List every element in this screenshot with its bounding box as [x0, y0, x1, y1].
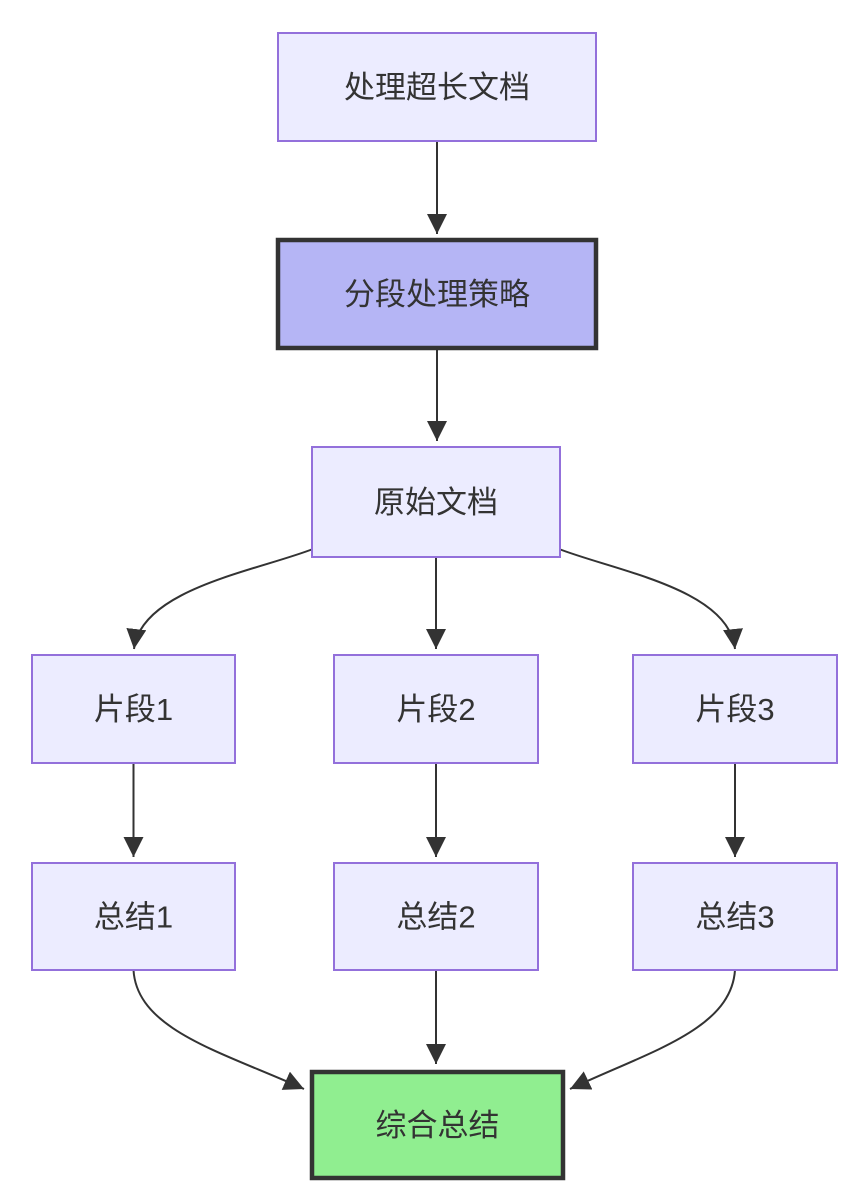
node-task-label: 处理超长文档 [344, 70, 530, 105]
node-summary-3-label: 总结3 [695, 899, 774, 934]
node-summary-2-label: 总结2 [396, 899, 475, 934]
node-final-summary-label: 综合总结 [376, 1108, 500, 1143]
node-chunk-2-box [333, 654, 539, 764]
node-chunk-1: 片段1 [31, 654, 236, 764]
node-chunk-3: 片段3 [632, 654, 838, 764]
node-final-summary-box [309, 1069, 566, 1181]
node-strategy: 分段处理策略 [275, 237, 599, 351]
node-chunk-2-label: 片段2 [396, 692, 475, 727]
node-chunk-3-label: 片段3 [695, 692, 774, 727]
node-summary-3: 总结3 [632, 862, 838, 971]
node-layer: 处理超长文档 分段处理策略 原始文档 片段1 片段2 片段3 [31, 32, 838, 1181]
node-summary-1: 总结1 [31, 862, 236, 971]
node-summary-1-label: 总结1 [94, 899, 173, 934]
node-final-summary: 综合总结 [309, 1069, 566, 1181]
node-strategy-label: 分段处理策略 [344, 277, 530, 312]
node-source-doc-label: 原始文档 [374, 485, 498, 520]
node-chunk-1-box [31, 654, 236, 764]
node-chunk-3-box [632, 654, 838, 764]
node-summary-2-box [333, 862, 539, 971]
node-task-box [277, 32, 597, 142]
node-chunk-1-label: 片段1 [94, 692, 173, 727]
node-summary-2: 总结2 [333, 862, 539, 971]
edge-layer [123, 141, 745, 1090]
node-source-doc-box [311, 446, 561, 558]
edge-summary-1-to-final-summary [132, 969, 305, 1090]
node-chunk-2: 片段2 [333, 654, 539, 764]
node-summary-1-box [31, 862, 236, 971]
edge-source-doc-to-chunk-3 [558, 548, 743, 650]
node-source-doc: 原始文档 [311, 446, 561, 558]
node-strategy-box [275, 237, 599, 351]
node-summary-3-box [632, 862, 838, 971]
edge-summary-3-to-final-summary [569, 969, 736, 1090]
edge-source-doc-to-chunk-1 [126, 548, 314, 650]
node-task: 处理超长文档 [277, 32, 597, 142]
